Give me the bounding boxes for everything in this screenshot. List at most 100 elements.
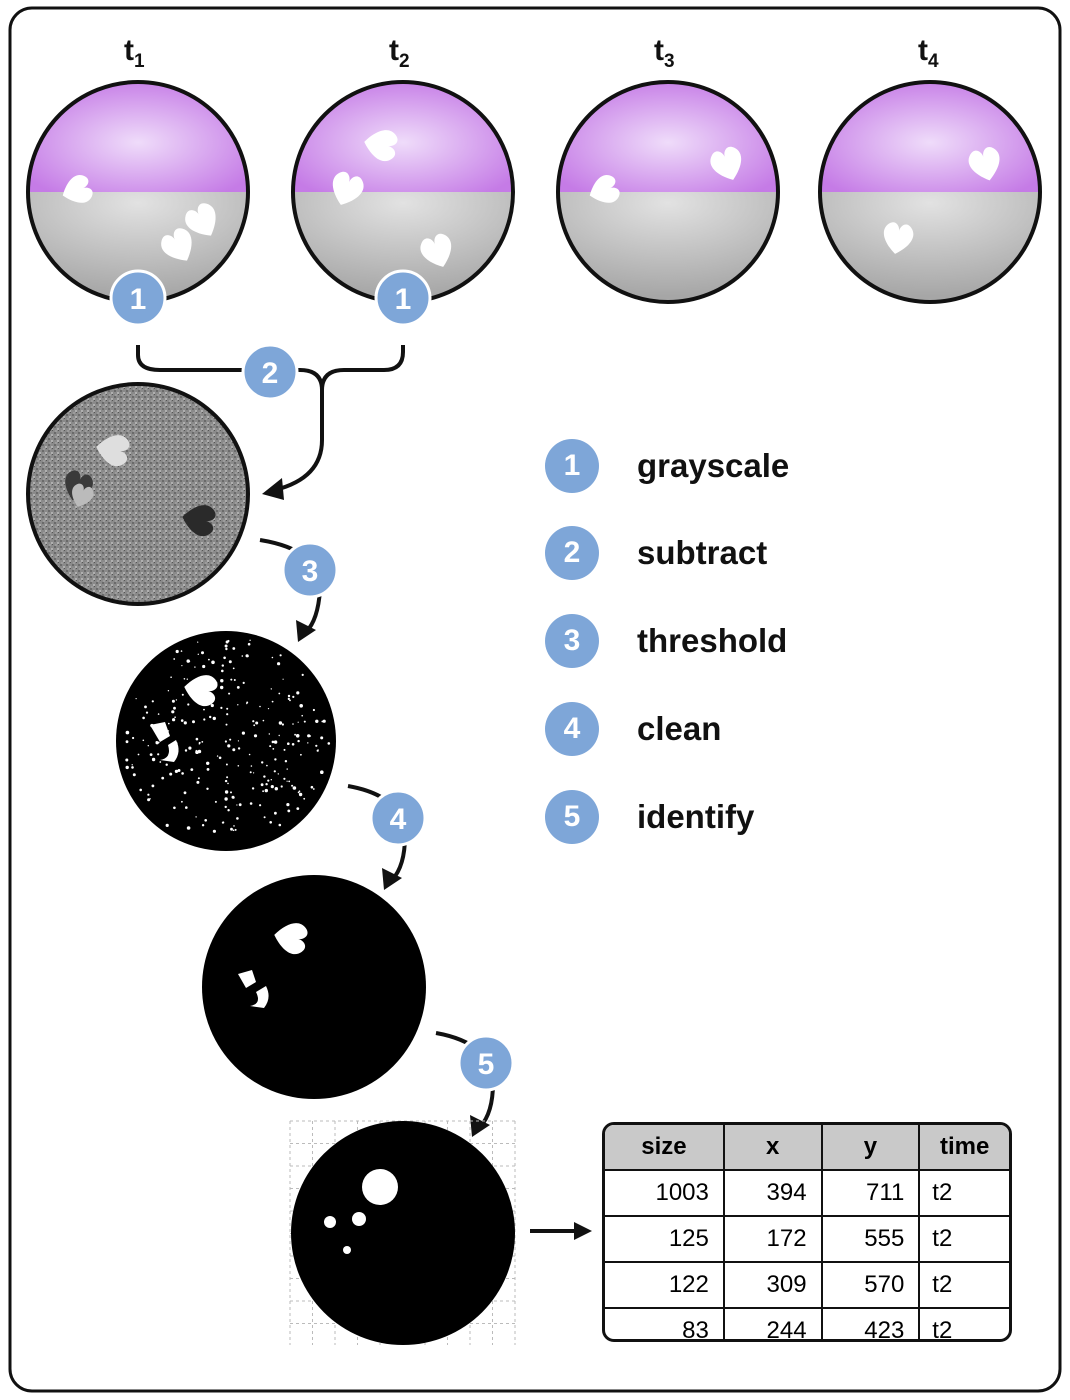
- noise-speck: [151, 757, 156, 762]
- noise-speck: [279, 654, 282, 657]
- noise-speck: [212, 829, 216, 833]
- noise-speck: [142, 716, 145, 720]
- noise-speck: [232, 829, 235, 832]
- noise-speck: [267, 779, 270, 782]
- noise-speck: [220, 685, 224, 690]
- cell-y: 555: [821, 1216, 921, 1263]
- legend-badge: 2: [545, 526, 599, 580]
- column-header-time: time: [919, 1125, 1009, 1171]
- noise-speck: [195, 816, 197, 818]
- cell-y: 711: [821, 1170, 921, 1217]
- noise-speck: [274, 787, 278, 791]
- noise-speck: [216, 755, 219, 757]
- noise-speck: [278, 692, 281, 695]
- noise-speck: [298, 790, 301, 792]
- noise-speck: [232, 667, 235, 670]
- noise-speck: [261, 761, 264, 764]
- noise-speck: [170, 676, 172, 678]
- identify-image: [291, 1121, 515, 1345]
- noise-speck: [224, 644, 228, 648]
- noise-speck: [183, 791, 187, 795]
- noise-speck: [149, 753, 153, 756]
- noise-speck: [225, 647, 228, 651]
- identified-blob-4: [343, 1246, 351, 1254]
- noise-speck: [278, 734, 280, 737]
- noise-speck: [291, 784, 294, 787]
- threshold-arrowhead: [296, 620, 316, 642]
- legend-badge: 1: [545, 439, 599, 493]
- noise-speck: [289, 699, 291, 702]
- identified-blob-3: [324, 1216, 336, 1228]
- noise-speck: [177, 769, 181, 772]
- legend-item-grayscale: 1 grayscale: [545, 439, 789, 493]
- noise-speck: [273, 740, 278, 744]
- noise-speck: [272, 748, 275, 750]
- noise-speck: [294, 733, 296, 736]
- noise-speck: [192, 720, 195, 724]
- noise-speck: [262, 719, 265, 722]
- noise-speck: [307, 742, 309, 744]
- legend-label: grayscale: [637, 447, 790, 484]
- noise-speck: [157, 753, 160, 756]
- noise-speck: [214, 800, 217, 803]
- badge-text: 5: [478, 1048, 495, 1081]
- badge-threshold: 3: [281, 541, 339, 599]
- noise-speck: [287, 694, 291, 698]
- badge-identify: 5: [457, 1034, 515, 1092]
- noise-speck: [186, 826, 191, 830]
- noise-speck: [303, 797, 306, 800]
- noise-speck: [237, 765, 240, 767]
- noise-speck: [232, 796, 235, 799]
- noise-speck: [168, 722, 170, 725]
- noise-speck: [151, 784, 155, 788]
- noise-speck: [265, 783, 268, 786]
- noise-speck: [310, 785, 314, 789]
- noise-speck: [230, 791, 232, 794]
- noise-speck: [228, 692, 231, 695]
- noise-speck: [269, 821, 273, 824]
- noise-speck: [232, 748, 236, 752]
- noise-speck: [247, 642, 251, 646]
- noise-speck: [145, 711, 149, 714]
- noise-speck: [175, 649, 179, 654]
- noise-speck: [186, 659, 190, 663]
- noise-speck: [292, 723, 294, 725]
- noise-speck: [197, 641, 199, 643]
- column-header-x: x: [723, 1125, 823, 1171]
- noise-speck: [210, 703, 214, 708]
- noise-speck: [253, 772, 255, 774]
- clean-arrowhead: [382, 868, 402, 890]
- noise-speck: [307, 734, 311, 738]
- table-row: 83 244 423 t2: [605, 1308, 1009, 1339]
- noise-speck: [159, 761, 162, 763]
- noise-speck: [185, 806, 188, 809]
- noise-speck: [197, 749, 202, 754]
- noise-speck: [224, 779, 228, 783]
- noise-speck: [221, 822, 224, 824]
- noise-speck: [203, 718, 206, 721]
- noise-speck: [173, 706, 176, 710]
- noise-speck: [135, 698, 137, 700]
- noise-speck: [312, 708, 315, 712]
- noise-speck: [292, 695, 295, 699]
- noise-speck: [198, 743, 200, 745]
- noise-speck: [253, 734, 258, 738]
- noise-speck: [320, 736, 324, 740]
- table-arrowhead: [574, 1222, 592, 1240]
- noise-speck: [211, 660, 215, 665]
- badge-text: 2: [262, 357, 279, 390]
- noise-speck: [273, 770, 276, 773]
- legend-item-clean: 4 clean: [545, 702, 721, 756]
- noise-speck: [295, 734, 300, 738]
- noise-speck: [297, 791, 300, 794]
- noise-speck: [181, 800, 183, 803]
- noise-speck: [233, 679, 236, 681]
- legend-label: identify: [637, 798, 755, 835]
- noise-speck: [278, 823, 282, 827]
- legend-item-subtract: 2 subtract: [545, 526, 767, 580]
- noise-speck: [260, 783, 264, 787]
- noise-speck: [277, 662, 281, 666]
- time-label-t3: t3: [654, 34, 675, 72]
- noise-speck: [271, 656, 274, 659]
- identified-blob-1: [362, 1169, 398, 1205]
